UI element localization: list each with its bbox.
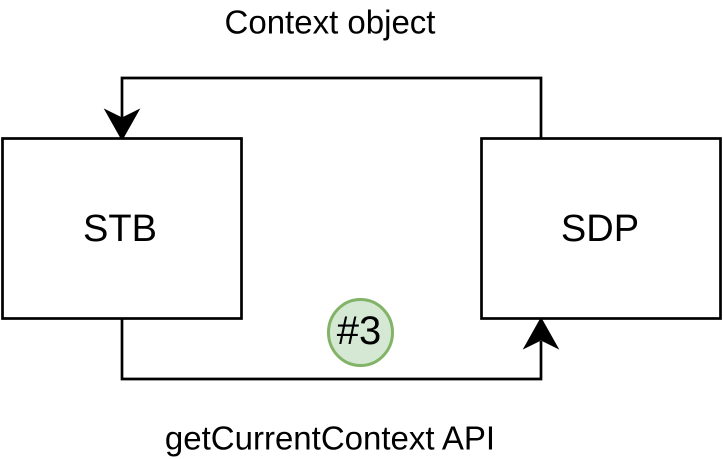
getcurrentcontext-connector-line (120, 318, 543, 381)
arrowhead-into-stb-icon (103, 108, 141, 141)
step-badge-circle (327, 298, 394, 367)
context-object-edge-label: Context object (225, 4, 436, 41)
sdp-node-box (480, 137, 722, 320)
getcurrentcontext-edge-label: getCurrentContext API (165, 420, 495, 457)
arrowhead-into-sdp-icon (522, 317, 560, 350)
stb-node-box (1, 137, 243, 320)
step-badge-label: #3 (337, 309, 382, 353)
context-object-connector-line (120, 76, 543, 139)
stb-node-label: STB (83, 208, 157, 250)
sdp-node-label: SDP (561, 208, 639, 250)
